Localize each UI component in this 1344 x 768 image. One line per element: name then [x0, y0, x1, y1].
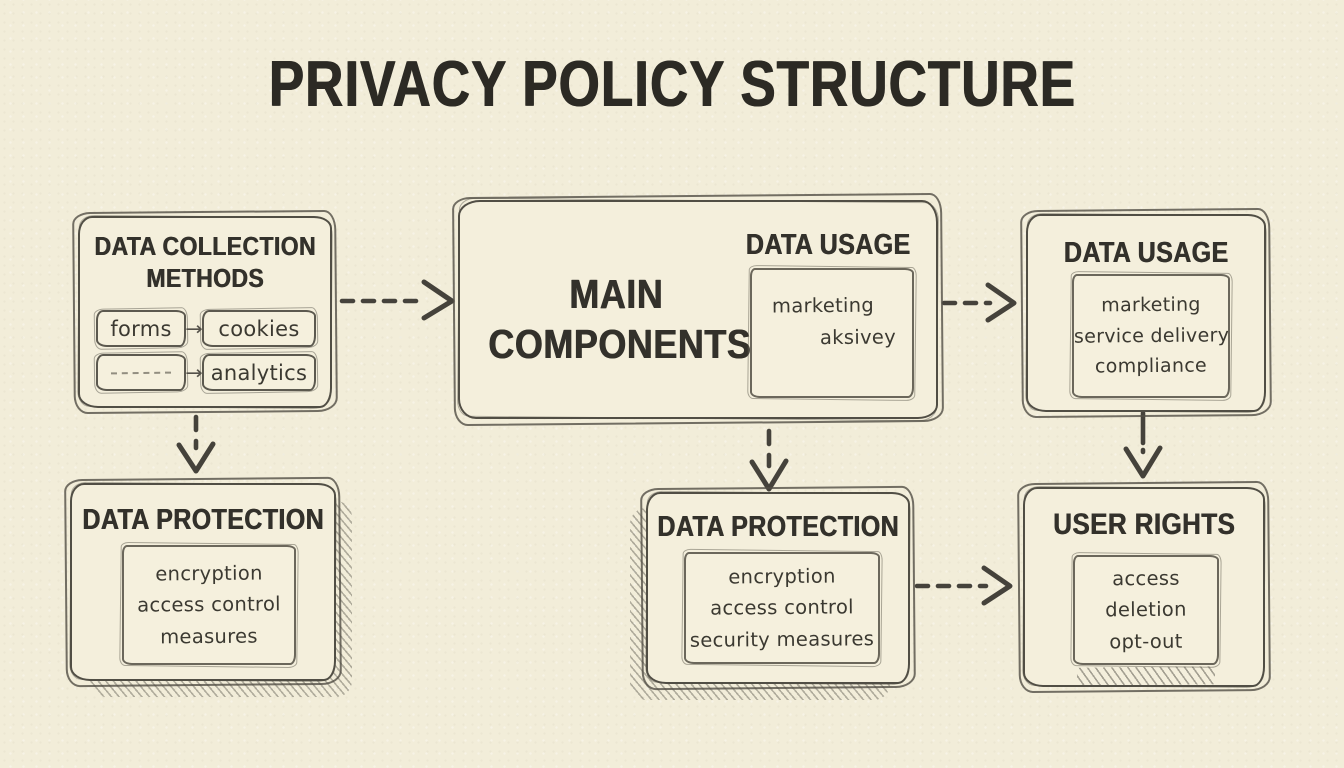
- node-title: USER RIGHTS: [1052, 506, 1236, 541]
- node-title: DATA COLLECTION METHODS: [94, 231, 316, 293]
- page-title: PRIVACY POLICY STRUCTURE: [268, 48, 1076, 121]
- collection-chip-grid: forms → cookies → analytics: [96, 310, 316, 398]
- list-item: service delivery: [1073, 323, 1230, 348]
- chip-forms: forms: [96, 310, 187, 347]
- item-list: encryption access control measures: [124, 547, 294, 663]
- item-list: marketing aksivey: [752, 270, 912, 396]
- arrow-main-to-protection-center: [749, 428, 789, 492]
- arrow-protection-center-to-user-rights: [914, 565, 1013, 606]
- node-title: DATA PROTECTION: [82, 504, 324, 536]
- node-data-protection-center: DATA PROTECTION encryption access contro…: [630, 492, 910, 700]
- panel-data-usage: marketing service delivery compliance: [1072, 274, 1230, 398]
- node-title: DATA USAGE: [1063, 237, 1229, 269]
- chip-label: cookies: [218, 316, 300, 341]
- chip-label: forms: [110, 316, 172, 341]
- arrow-collection-to-protection-left: [176, 414, 216, 474]
- chip-analytics: analytics: [202, 354, 316, 391]
- panel-data-usage-inner: marketing aksivey: [750, 268, 914, 398]
- panel-data-protection: encryption access control security measu…: [684, 552, 880, 664]
- list-item: access control: [137, 592, 281, 617]
- node-user-rights: USER RIGHTS access deletion opt-out: [1023, 487, 1265, 687]
- list-item: measures: [160, 624, 258, 649]
- list-item: encryption: [155, 561, 263, 586]
- hatch-strip: [1076, 666, 1216, 686]
- list-item: marketing: [771, 293, 875, 318]
- item-list: marketing service delivery compliance: [1073, 276, 1230, 396]
- list-item: encryption: [728, 564, 836, 589]
- arrow-main-to-usage: [941, 282, 1017, 323]
- arrow-collection-to-main: [339, 279, 455, 321]
- list-item: aksivey: [819, 325, 897, 349]
- item-list: encryption access control security measu…: [686, 554, 878, 662]
- subbox-title: DATA USAGE: [745, 229, 911, 261]
- node-data-usage: DATA USAGE marketing service delivery co…: [1026, 214, 1266, 412]
- chip-row: → analytics: [96, 354, 316, 391]
- arrow-usage-to-user-rights: [1123, 410, 1163, 479]
- panel-user-rights: access deletion opt-out: [1073, 555, 1219, 665]
- list-item: compliance: [1094, 354, 1208, 378]
- list-item: opt-out: [1109, 629, 1183, 654]
- list-item: deletion: [1105, 597, 1187, 622]
- chip-row: forms → cookies: [96, 310, 316, 347]
- placeholder-dash: [110, 371, 172, 374]
- item-list: access deletion opt-out: [1075, 557, 1217, 663]
- node-data-collection-methods: DATA COLLECTION METHODS forms → cookies …: [78, 216, 332, 408]
- right-arrow-icon: →: [185, 361, 203, 384]
- list-item: access: [1112, 566, 1180, 590]
- list-item: marketing: [1101, 293, 1201, 317]
- node-data-protection-left: DATA PROTECTION encryption access contro…: [70, 483, 352, 697]
- chip-cookies: cookies: [202, 310, 316, 347]
- list-item: access control: [710, 595, 854, 620]
- panel-data-protection: encryption access control measures: [122, 545, 296, 665]
- right-arrow-icon: →: [185, 317, 203, 340]
- list-item: security measures: [689, 626, 875, 652]
- node-title: MAIN COMPONENTS: [488, 270, 752, 368]
- node-main-components: MAIN COMPONENTS DATA USAGE marketing aks…: [458, 200, 938, 419]
- chip-blank: [96, 354, 187, 391]
- node-title: DATA PROTECTION: [657, 511, 899, 543]
- chip-label: analytics: [210, 360, 308, 385]
